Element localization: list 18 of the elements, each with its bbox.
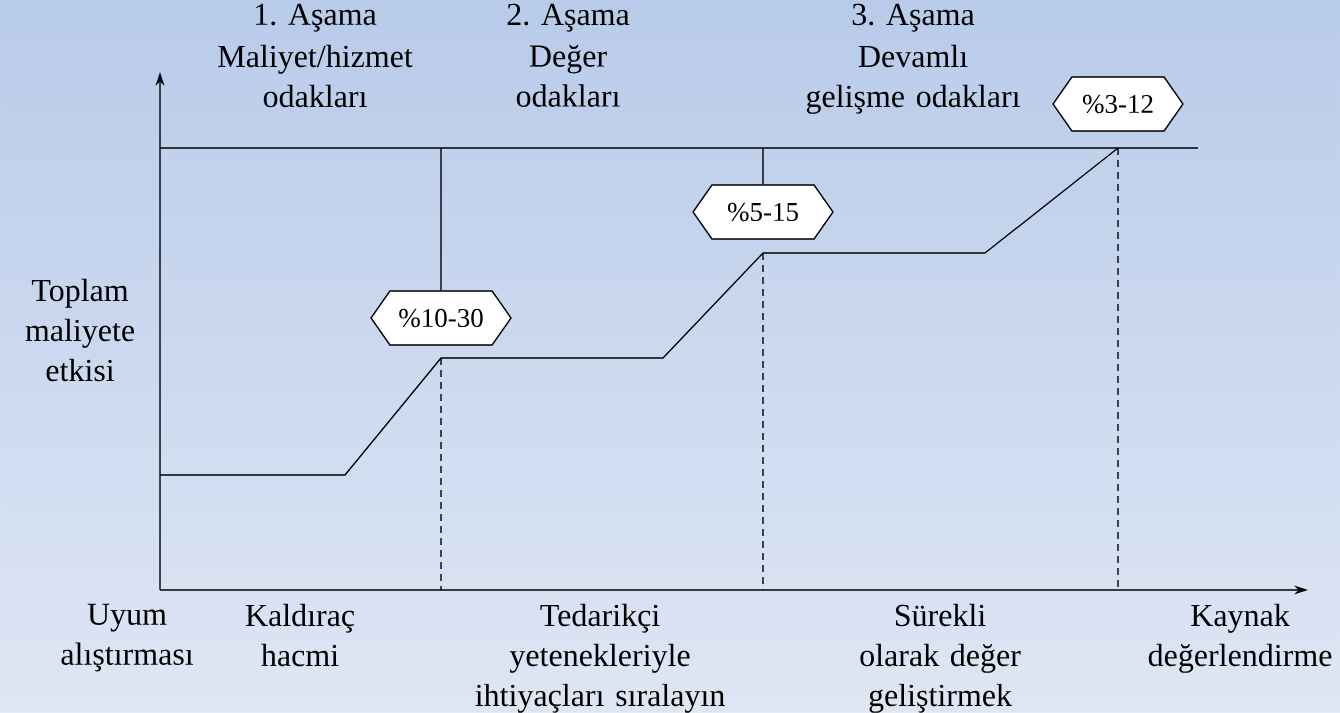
percentage-tag: %3-12 [1052,76,1184,132]
phase-heading: 3. Aşama [852,3,975,32]
category-label: Tedarikçi yetenekleriyle ihtiyaçları sıralayın [475,603,725,713]
divider-line [762,147,764,185]
phase-description: Maliyet/hizmet odakları [218,44,413,108]
divider-line [440,147,442,291]
percentage-tag: %10-30 [370,290,512,346]
phase-description: Değer odakları [516,44,620,107]
axis-label: Toplam maliyete etkisi [25,278,134,382]
percentage-tag: %5-15 [692,184,834,240]
category-label: Kaldıraç hacmi [245,603,355,667]
phase-heading: 1. Aşama [256,3,377,32]
category-label: Uyum alıştırması [61,603,194,672]
category-label: Sürekli olarak değer geliştirmek [860,603,1021,713]
category-label: Kaynak değerlendirme [1148,603,1332,673]
phase-heading: 2. Aşama [507,3,630,32]
reference-line [160,147,1198,149]
phase-description: Devamlı gelişme odakları [806,44,1020,114]
